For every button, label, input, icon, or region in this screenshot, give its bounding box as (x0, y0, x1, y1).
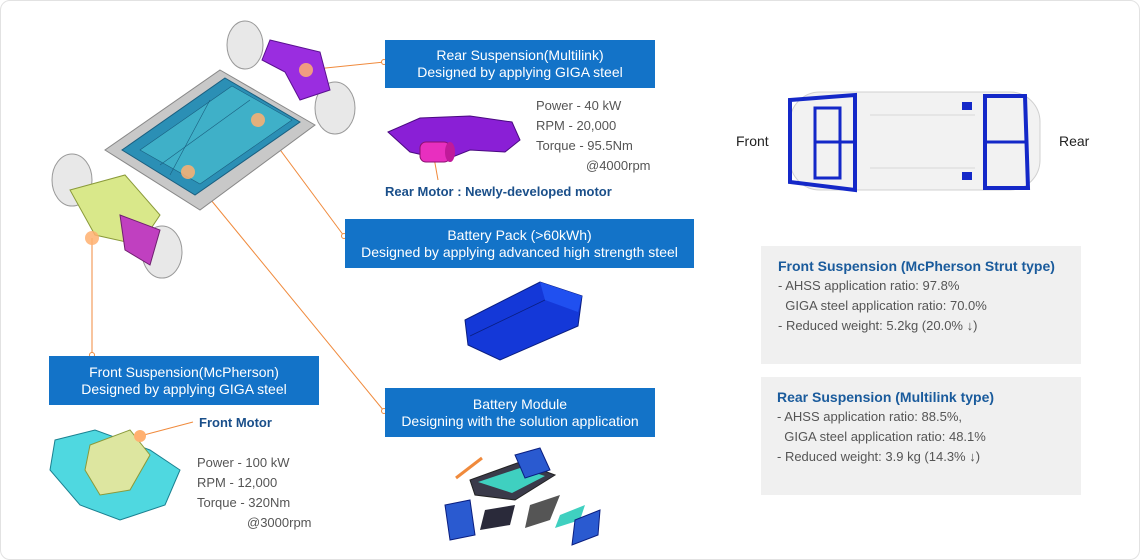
front-motor-rpm: RPM - 12,000 (197, 475, 278, 490)
battery-module-callout: Battery Module Designing with the soluti… (385, 388, 655, 437)
chassis-topview-illustration (788, 91, 1041, 193)
rear-suspension-ahss: - AHSS application ratio: 88.5%, (777, 409, 962, 424)
battery-module-illustration (444, 447, 601, 546)
platform-illustration (51, 20, 356, 279)
rear-motor-rpm: RPM - 20,000 (536, 118, 617, 133)
front-motor-torque-rpm: @3000rpm (247, 515, 312, 530)
front-suspension-ahss: - AHSS application ratio: 97.8% (778, 278, 960, 293)
rear-suspension-info-title: Rear Suspension (Multilink type) (777, 389, 995, 405)
rear-motor-label: Rear Motor : Newly-developed motor (385, 184, 612, 199)
front-motor-power: Power - 100 kW (197, 455, 290, 470)
rear-motor-specs: Power - 40 kW RPM - 20,000 Torque - 95.5… (536, 96, 651, 176)
chassis-rear-label: Rear (1059, 133, 1090, 149)
rear-motor-torque-rpm: @4000rpm (586, 158, 651, 173)
rear-suspension-giga: GIGA steel application ratio: 48.1% (777, 429, 986, 444)
battery-module-title: Battery Module (472, 395, 568, 412)
front-suspension-subtitle: Designed by applying GIGA steel (81, 380, 287, 397)
battery-pack-illustration (464, 281, 583, 361)
front-motor-illustration (49, 429, 181, 521)
front-suspension-title: Front Suspension(McPherson) (89, 363, 279, 380)
front-suspension-giga: GIGA steel application ratio: 70.0% (778, 298, 987, 313)
rear-motor-illustration (387, 115, 521, 163)
front-motor-torque: Torque - 320Nm (197, 495, 291, 510)
front-suspension-info-box: Front Suspension (McPherson Strut type) … (761, 246, 1081, 364)
rear-suspension-title: Rear Suspension(Multilink) (436, 47, 604, 63)
rear-suspension-subtitle: Designed by applying GIGA steel (417, 64, 623, 80)
front-motor-label: Front Motor (199, 415, 272, 430)
rear-suspension-callout: Rear Suspension(Multilink) Designed by a… (385, 40, 655, 88)
leader-front-motor (139, 421, 194, 437)
front-suspension-info-title: Front Suspension (McPherson Strut type) (778, 258, 1055, 274)
battery-pack-title: Battery Pack (>60kWh) (447, 226, 592, 243)
battery-pack-subtitle: Designed by applying advanced high stren… (361, 243, 678, 260)
front-motor-specs: Power - 100 kW RPM - 12,000 Torque - 320… (197, 453, 312, 533)
chassis-front-label: Front (736, 133, 769, 149)
front-suspension-callout: Front Suspension(McPherson) Designed by … (49, 356, 319, 405)
leader-battery-module (187, 171, 385, 412)
battery-module-subtitle: Designing with the solution application (401, 412, 639, 429)
rear-motor-power: Power - 40 kW (536, 98, 622, 113)
battery-pack-callout: Battery Pack (>60kWh) Designed by applyi… (345, 219, 694, 268)
rear-suspension-weight: - Reduced weight: 3.9 kg (14.3% ↓) (777, 449, 981, 464)
rear-motor-torque: Torque - 95.5Nm (536, 138, 633, 153)
rear-suspension-info-box: Rear Suspension (Multilink type) - AHSS … (761, 377, 1081, 495)
front-suspension-weight: - Reduced weight: 5.2kg (20.0% ↓) (778, 318, 978, 333)
